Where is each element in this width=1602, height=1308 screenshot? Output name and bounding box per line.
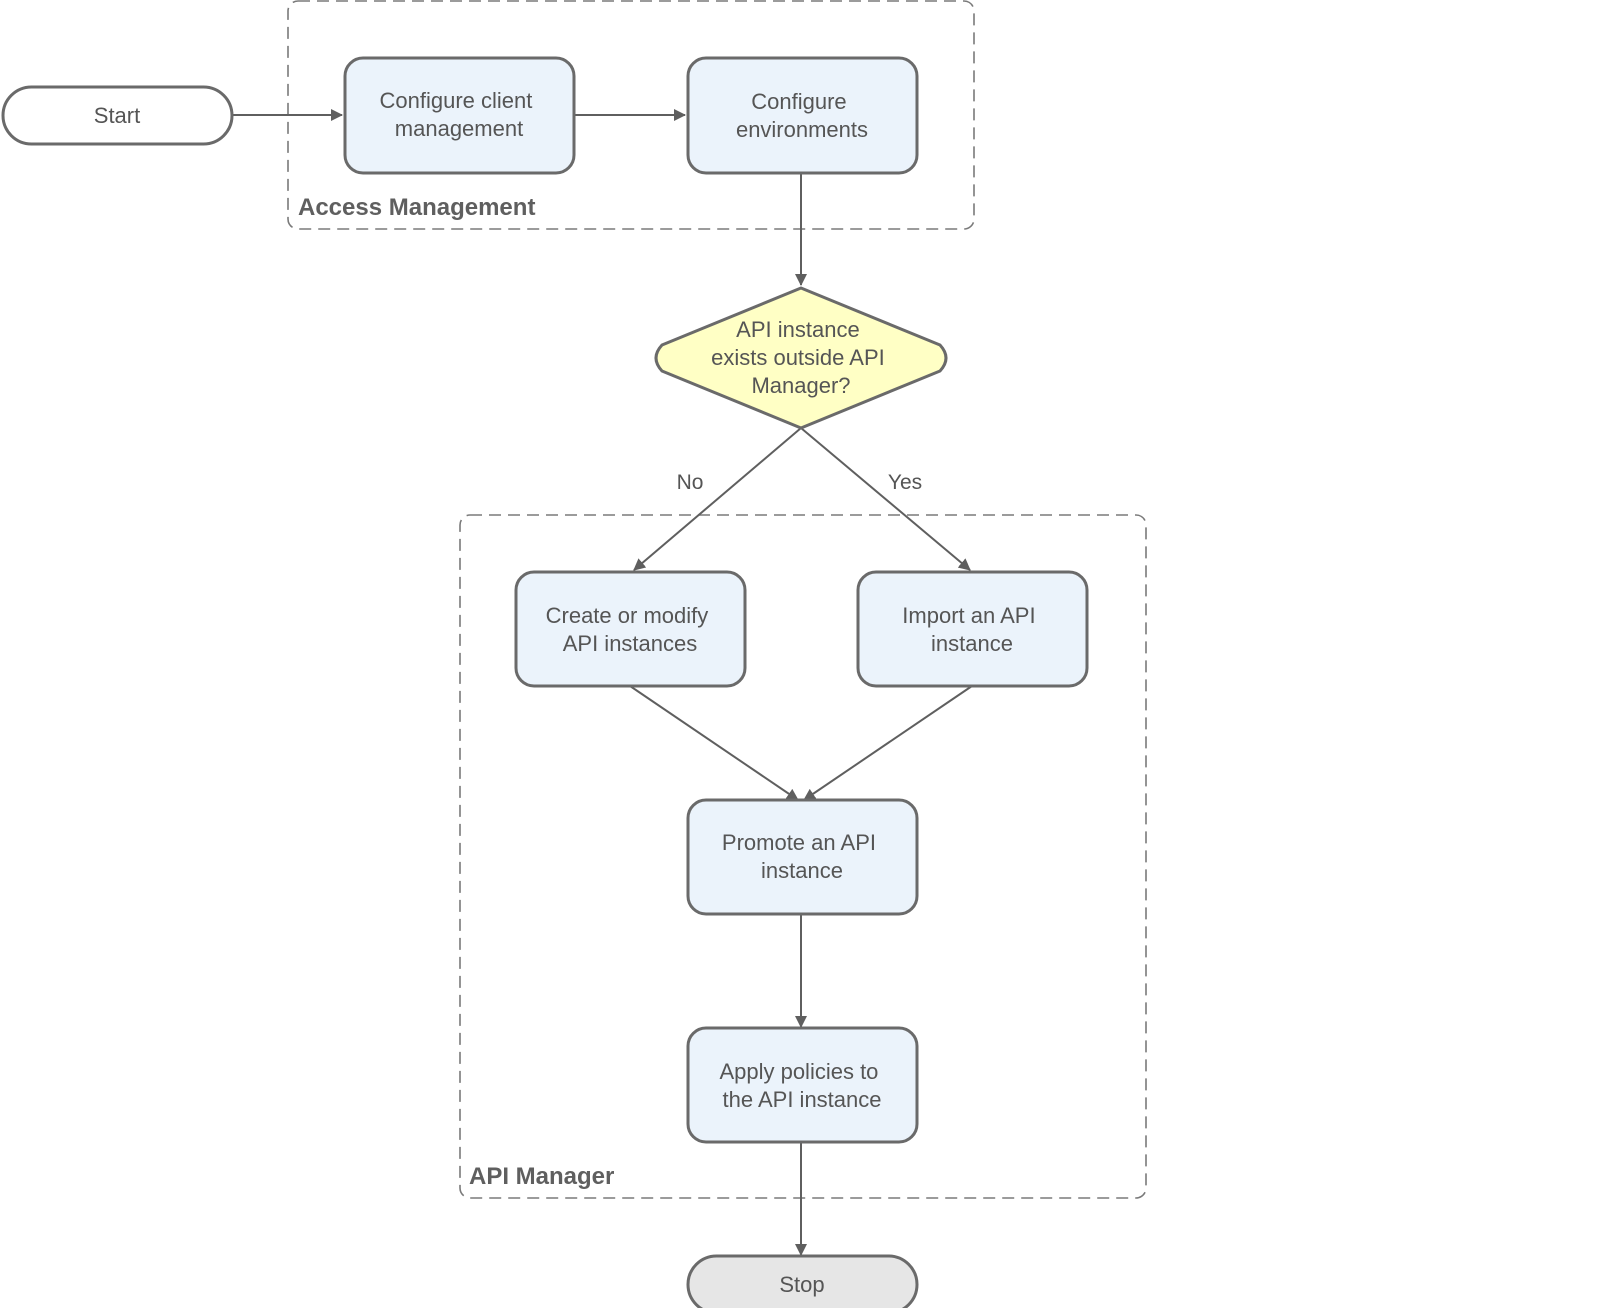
apply-policies-text: Apply policies to the API instance	[719, 1059, 884, 1112]
decision-line-1: API instance	[736, 317, 860, 342]
apply-policies-box	[686, 1026, 919, 1144]
decision-text: API instance exists outside API Manager?	[711, 317, 891, 398]
configure-client-management-line-1: Configure client	[380, 88, 533, 113]
node-apply-policies: Apply policies to the API instance	[686, 1026, 919, 1144]
configure-client-management-text: Configure client management	[380, 88, 539, 141]
node-create-or-modify: Create or modify API instances	[514, 570, 747, 688]
group-access-management-label: Access Management	[298, 194, 535, 221]
edge-label-no: No	[677, 471, 704, 494]
group-api-manager-label: API Manager	[469, 1163, 614, 1190]
apply-policies-line-2: the API instance	[723, 1087, 882, 1112]
import-instance-line-2: instance	[931, 631, 1013, 656]
node-promote-instance: Promote an API instance	[686, 798, 919, 916]
node-configure-environments: Configure environments	[686, 56, 919, 175]
create-or-modify-line-2: API instances	[563, 631, 698, 656]
promote-instance-line-1: Promote an API	[722, 830, 876, 855]
configure-environments-line-2: environments	[736, 117, 868, 142]
group-api-manager-border	[459, 514, 1147, 1199]
node-import-instance: Import an API instance	[856, 570, 1089, 688]
edges	[232, 109, 973, 1256]
start-label: Start	[94, 103, 140, 128]
node-start: Start	[1, 85, 234, 146]
create-or-modify-line-1: Create or modify	[546, 603, 709, 628]
start-terminal-shape	[1, 85, 234, 146]
configure-environments-line-1: Configure	[751, 89, 846, 114]
edge-decision-no	[633, 427, 802, 571]
configure-environments-text: Configure environments	[736, 89, 868, 142]
group-api-manager: API Manager	[459, 514, 1147, 1199]
decision-line-3: Manager?	[751, 373, 850, 398]
create-or-modify-box	[514, 570, 747, 688]
decision-line-2: exists outside API	[711, 345, 885, 370]
configure-client-management-box	[343, 56, 576, 175]
edge-decision-yes	[800, 427, 971, 571]
promote-instance-text: Promote an API instance	[722, 830, 882, 883]
configure-client-management-line-2: management	[395, 116, 523, 141]
promote-instance-line-2: instance	[761, 858, 843, 883]
node-configure-client-management: Configure client management	[343, 56, 576, 175]
create-or-modify-text: Create or modify API instances	[546, 603, 715, 656]
edge-label-yes: Yes	[888, 471, 922, 494]
edge-import-to-promote	[803, 685, 973, 801]
configure-environments-box	[686, 56, 919, 175]
stop-terminal-shape	[686, 1254, 919, 1308]
apply-policies-line-1: Apply policies to	[719, 1059, 878, 1084]
decision-diamond	[654, 286, 948, 430]
import-instance-box	[856, 570, 1089, 688]
promote-instance-box	[686, 798, 919, 916]
import-instance-line-1: Import an API	[902, 603, 1035, 628]
import-instance-text: Import an API instance	[902, 603, 1041, 656]
node-decision: API instance exists outside API Manager?	[654, 286, 948, 430]
group-access-management-border	[287, 0, 975, 230]
stop-label: Stop	[779, 1272, 824, 1297]
group-access-management: Access Management	[287, 0, 975, 230]
node-stop: Stop	[686, 1254, 919, 1308]
edge-create-to-promote	[629, 685, 799, 801]
